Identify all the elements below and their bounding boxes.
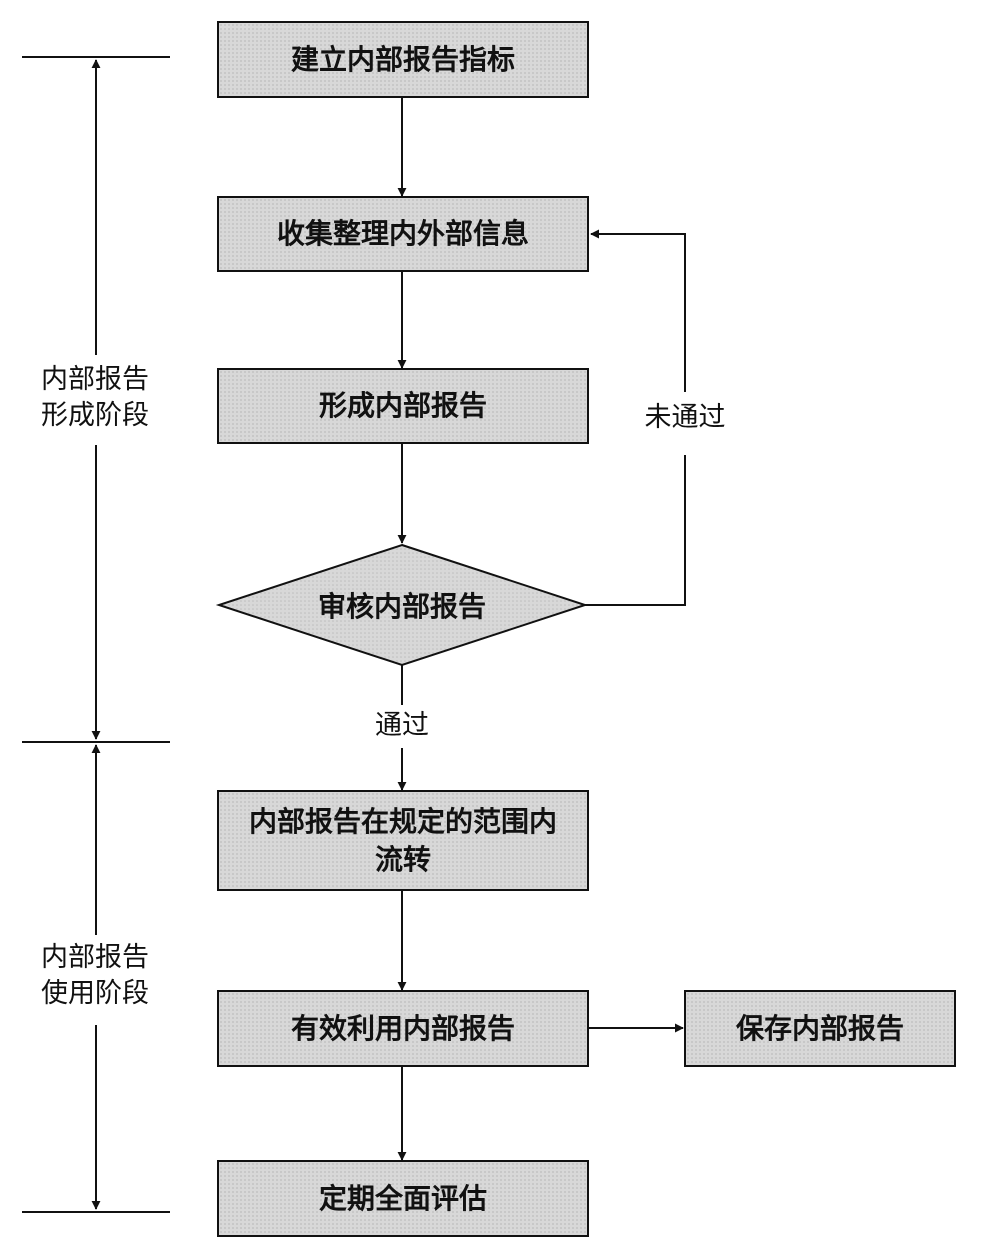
node-review-report-label: 审核内部报告 [317,590,486,623]
phase-label-formation-line2: 形成阶段 [41,400,149,432]
node-use-report-label: 有效利用内部报告 [290,1011,515,1045]
node-circulate-report-line1: 内部报告在规定的范围内 [248,804,557,838]
phase-label-usage-line1: 内部报告 [41,942,149,973]
node-circulate-report-line2: 流转 [374,842,431,876]
node-form-report-label: 形成内部报告 [318,389,487,423]
node-periodic-evaluation: 定期全面评估 [217,1160,589,1237]
edge-label-pass: 通过 [375,710,429,741]
node-save-report: 保存内部报告 [684,990,956,1067]
phase-label-usage-line2: 使用阶段 [41,978,149,1010]
node-periodic-evaluation-label: 定期全面评估 [318,1181,487,1215]
edge-n4-n2-fail [585,455,686,606]
node-collect-info: 收集整理内外部信息 [217,196,589,272]
node-use-report: 有效利用内部报告 [217,990,589,1067]
node-collect-info-label: 收集整理内外部信息 [276,217,529,251]
phase-label-formation: 内部报告 形成阶段 [20,362,170,435]
phase-label-formation-line1: 内部报告 [41,364,149,395]
decision-diamond [215,543,589,667]
edge-n4-n2-fail-upper [590,229,686,392]
phase-label-usage: 内部报告 使用阶段 [20,940,170,1013]
node-set-indicators: 建立内部报告指标 [217,21,589,98]
node-save-report-label: 保存内部报告 [735,1011,904,1045]
edge-label-fail: 未通过 [644,402,726,433]
node-form-report: 形成内部报告 [217,368,589,444]
node-circulate-report: 内部报告在规定的范围内 流转 [217,790,589,891]
node-set-indicators-label: 建立内部报告指标 [290,42,515,76]
